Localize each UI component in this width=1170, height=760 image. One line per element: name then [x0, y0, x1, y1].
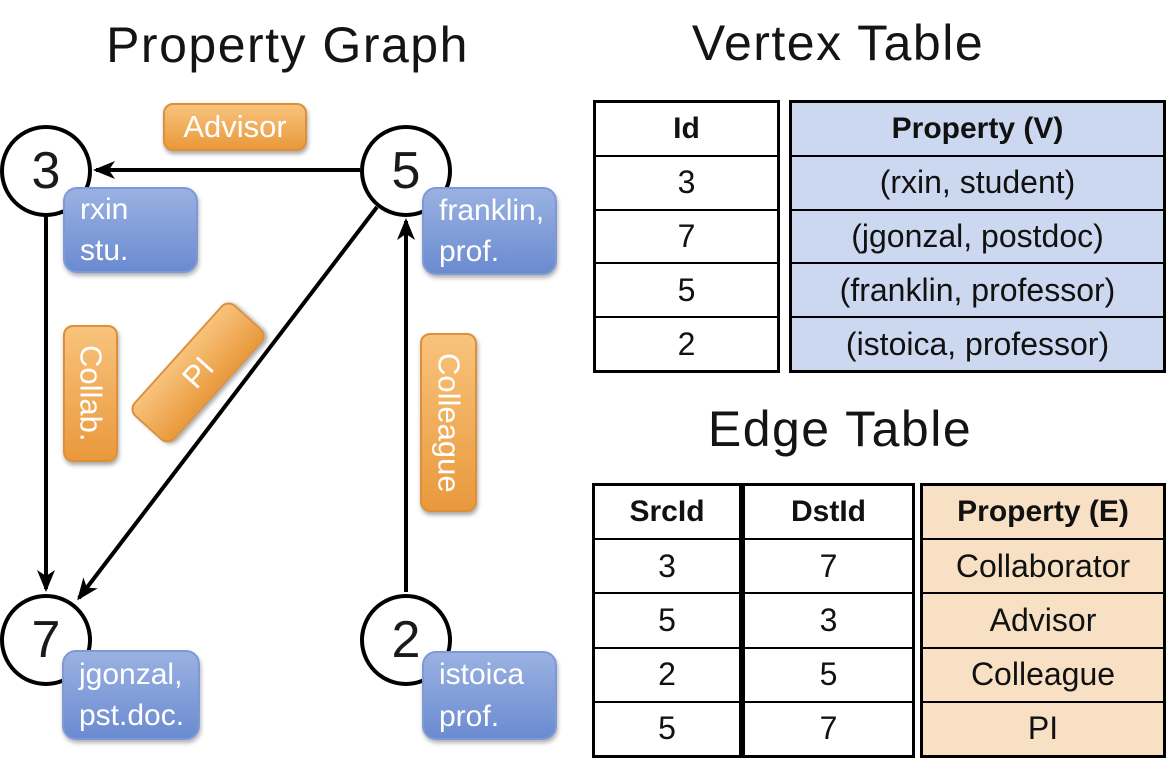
table-cell: 3 — [595, 538, 739, 592]
node-id: 5 — [391, 142, 421, 200]
vertex-table-title: Vertex Table — [691, 15, 985, 71]
table-cell: 3 — [596, 154, 777, 209]
edge-table-property-column: Property (E) Collaborator Advisor Collea… — [920, 483, 1166, 758]
vertex-prop-istoica: istoica prof. — [422, 651, 557, 740]
table-cell: 3 — [745, 592, 912, 646]
table-cell: 5 — [595, 700, 739, 755]
table-cell: 5 — [596, 262, 777, 316]
table-cell: 2 — [596, 316, 777, 370]
edge-label-colleague: Colleague — [420, 333, 477, 512]
table-cell: 5 — [745, 646, 912, 701]
column-header-srcid: SrcId — [629, 495, 705, 529]
table-cell: 2 — [595, 646, 739, 701]
node-id: 3 — [31, 142, 61, 200]
edge-label-advisor: Advisor — [163, 103, 307, 151]
node-id: 2 — [391, 611, 421, 669]
column-header-property-v: Property (V) — [891, 111, 1064, 145]
edge-table-srcid-column: SrcId 3 5 2 5 — [592, 483, 742, 758]
edge-arrow-5-to-7 — [77, 205, 379, 601]
graph-node-2: 2 — [360, 594, 452, 686]
column-header-dstid: DstId — [791, 495, 866, 529]
vertex-table-id-column: Id 3 7 5 2 — [593, 100, 780, 373]
table-cell: (franklin, professor) — [792, 262, 1163, 316]
vertex-prop-rxin: rxin stu. — [63, 187, 198, 273]
edge-table-dstid-column: DstId 7 3 5 7 — [742, 483, 915, 758]
table-cell: 5 — [595, 592, 739, 646]
table-cell: 7 — [745, 700, 912, 755]
table-cell: Advisor — [923, 592, 1163, 646]
table-cell: (rxin, student) — [792, 154, 1163, 209]
table-cell: PI — [923, 700, 1163, 755]
table-cell: Colleague — [923, 646, 1163, 701]
vertex-table-property-column: Property (V) (rxin, student) (jgonzal, p… — [789, 100, 1166, 373]
table-cell: (jgonzal, postdoc) — [792, 208, 1163, 263]
column-header-property-e: Property (E) — [957, 495, 1129, 529]
vertex-prop-jgonzal: jgonzal, pst.doc. — [62, 650, 200, 740]
table-cell: 7 — [596, 208, 777, 263]
property-graph-title: Property Graph — [106, 17, 469, 73]
table-cell: 7 — [745, 538, 912, 592]
edge-table-title: Edge Table — [707, 401, 973, 457]
table-cell: (istoica, professor) — [792, 316, 1163, 370]
node-id: 7 — [31, 611, 61, 669]
column-header-id: Id — [673, 111, 700, 145]
graph-node-5: 5 — [360, 125, 452, 217]
graph-edges — [37, 161, 415, 601]
vertex-prop-franklin: franklin, prof. — [422, 187, 557, 275]
table-cell: Collaborator — [923, 538, 1163, 592]
edge-label-collab: Collab. — [63, 325, 118, 462]
